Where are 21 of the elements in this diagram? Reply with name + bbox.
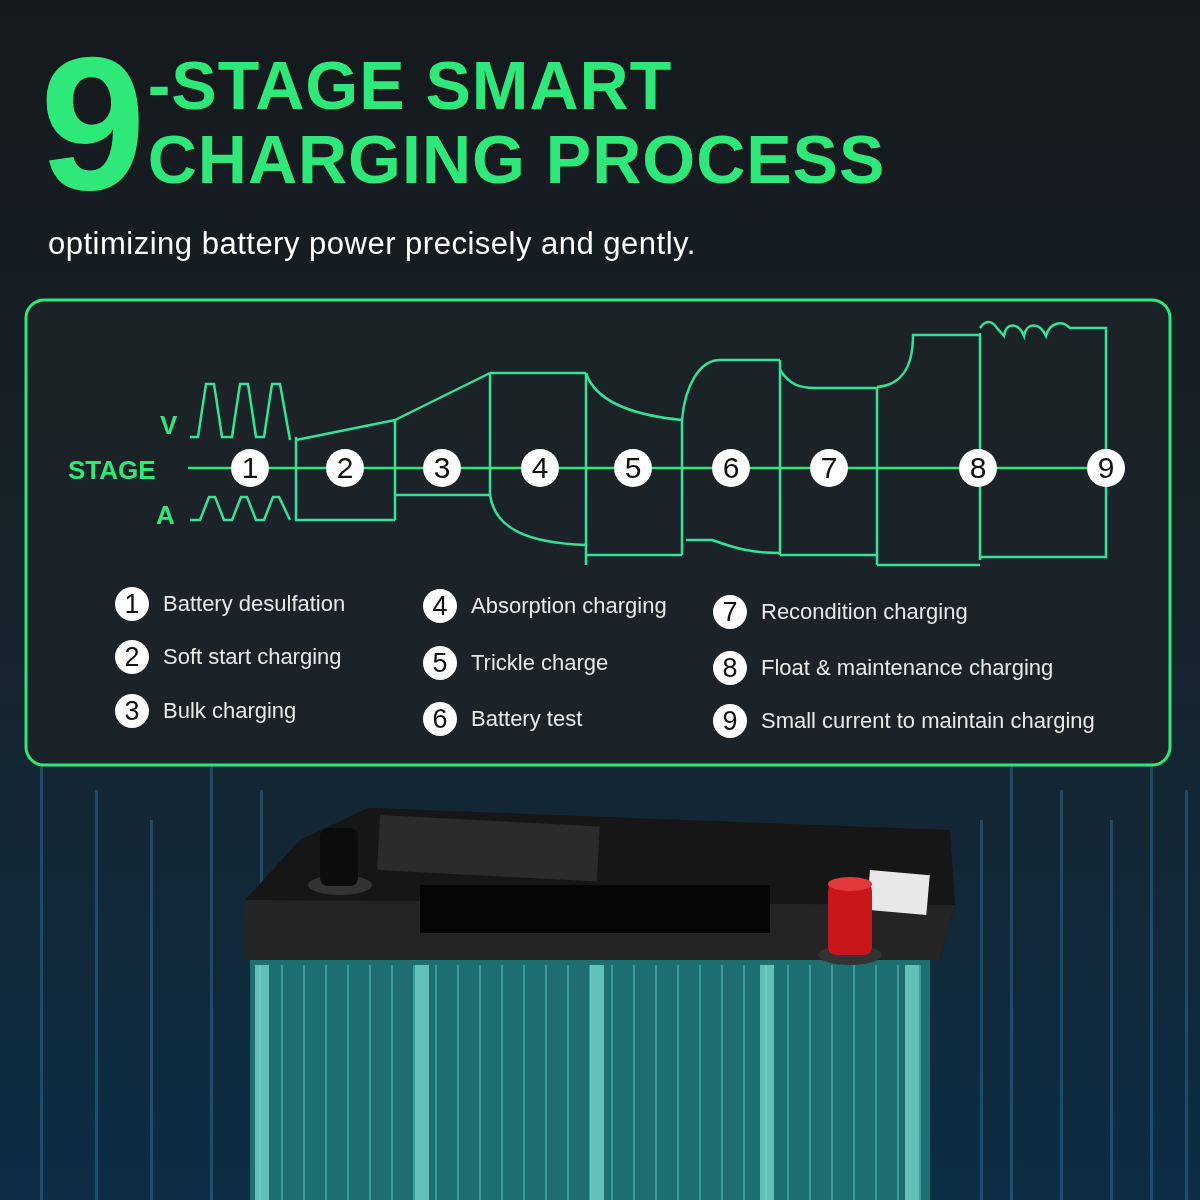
stage-line <box>652 466 712 470</box>
legend-text: Float & maintenance charging <box>761 655 1054 681</box>
legend-text: Trickle charge <box>471 650 609 676</box>
legend-text: Battery desulfation <box>163 591 346 617</box>
legend-text: Soft start charging <box>163 644 342 670</box>
stage-line <box>269 466 326 470</box>
stage-line <box>997 466 1087 470</box>
stage-line <box>559 466 614 470</box>
axis-label: V <box>160 410 178 441</box>
legend-text: Recondition charging <box>761 599 968 625</box>
legend-text: Small current to maintain charging <box>761 708 1095 734</box>
subtitle: optimizing battery power precisely and gently. <box>48 226 696 262</box>
legend-text: Battery test <box>471 706 583 732</box>
stage-line <box>461 466 521 470</box>
legend-text: Absorption charging <box>471 593 667 619</box>
stage-line <box>364 466 423 470</box>
axis-label: A <box>156 500 175 531</box>
stage-line <box>848 466 959 470</box>
axis-label: STAGE <box>68 455 156 486</box>
legend-text: Bulk charging <box>163 698 297 724</box>
stage-line <box>750 466 810 470</box>
